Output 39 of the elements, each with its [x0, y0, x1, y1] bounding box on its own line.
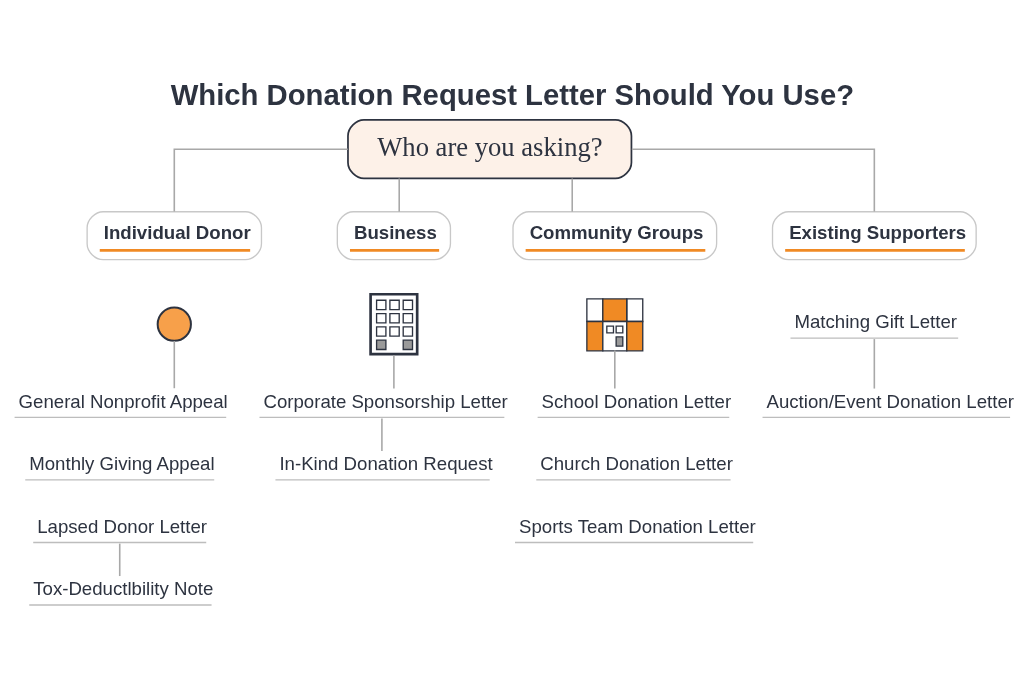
- connector: [398, 177, 400, 213]
- node-box: Business: [336, 211, 452, 261]
- node-box: [259, 416, 505, 418]
- node-label: General Nonprofit Appeal: [18, 390, 228, 412]
- node-box: [275, 479, 490, 481]
- connector: [631, 148, 876, 213]
- connector: [381, 417, 383, 452]
- node-box: [29, 604, 212, 606]
- node-box: [537, 416, 730, 418]
- node-box: [515, 541, 754, 544]
- connector: [393, 354, 395, 390]
- connector: [118, 542, 121, 577]
- node-label: Sports Team Donation Letter: [518, 515, 756, 537]
- node-box: [762, 416, 1011, 418]
- node-label: In-Kind Donation Request: [279, 453, 493, 475]
- connector: [873, 338, 876, 390]
- connector: [571, 177, 573, 213]
- node-label: Monthly Giving Appeal: [29, 453, 215, 475]
- node-box: [536, 479, 731, 481]
- connector: [173, 148, 349, 213]
- diagram-title: Which Donation Request Letter Should You Use?: [170, 78, 855, 111]
- node-label: Church Donation Letter: [540, 453, 733, 475]
- node-label: Auction/Event Donation Letter: [766, 390, 1014, 412]
- node-box: Community Groups: [512, 211, 718, 261]
- node-box: [14, 416, 227, 418]
- node-label: Matching Gift Letter: [794, 311, 958, 333]
- node-box: Existing Supporters: [771, 211, 977, 261]
- connector: [173, 340, 176, 390]
- node-box: Individual Donor: [86, 211, 263, 261]
- node-label: Tox-Deductlbility Note: [33, 578, 214, 600]
- node-box: [25, 479, 215, 481]
- node-person: [156, 306, 192, 342]
- node-box: [790, 337, 959, 339]
- node-label: Corporate Sponsorship Letter: [263, 390, 508, 412]
- connector: [614, 349, 616, 390]
- node-label: Lapsed Donor Letter: [37, 515, 208, 537]
- node-box: Who are you asking?: [347, 119, 633, 180]
- node-box: [33, 541, 207, 544]
- node-label: School Donation Letter: [541, 390, 732, 412]
